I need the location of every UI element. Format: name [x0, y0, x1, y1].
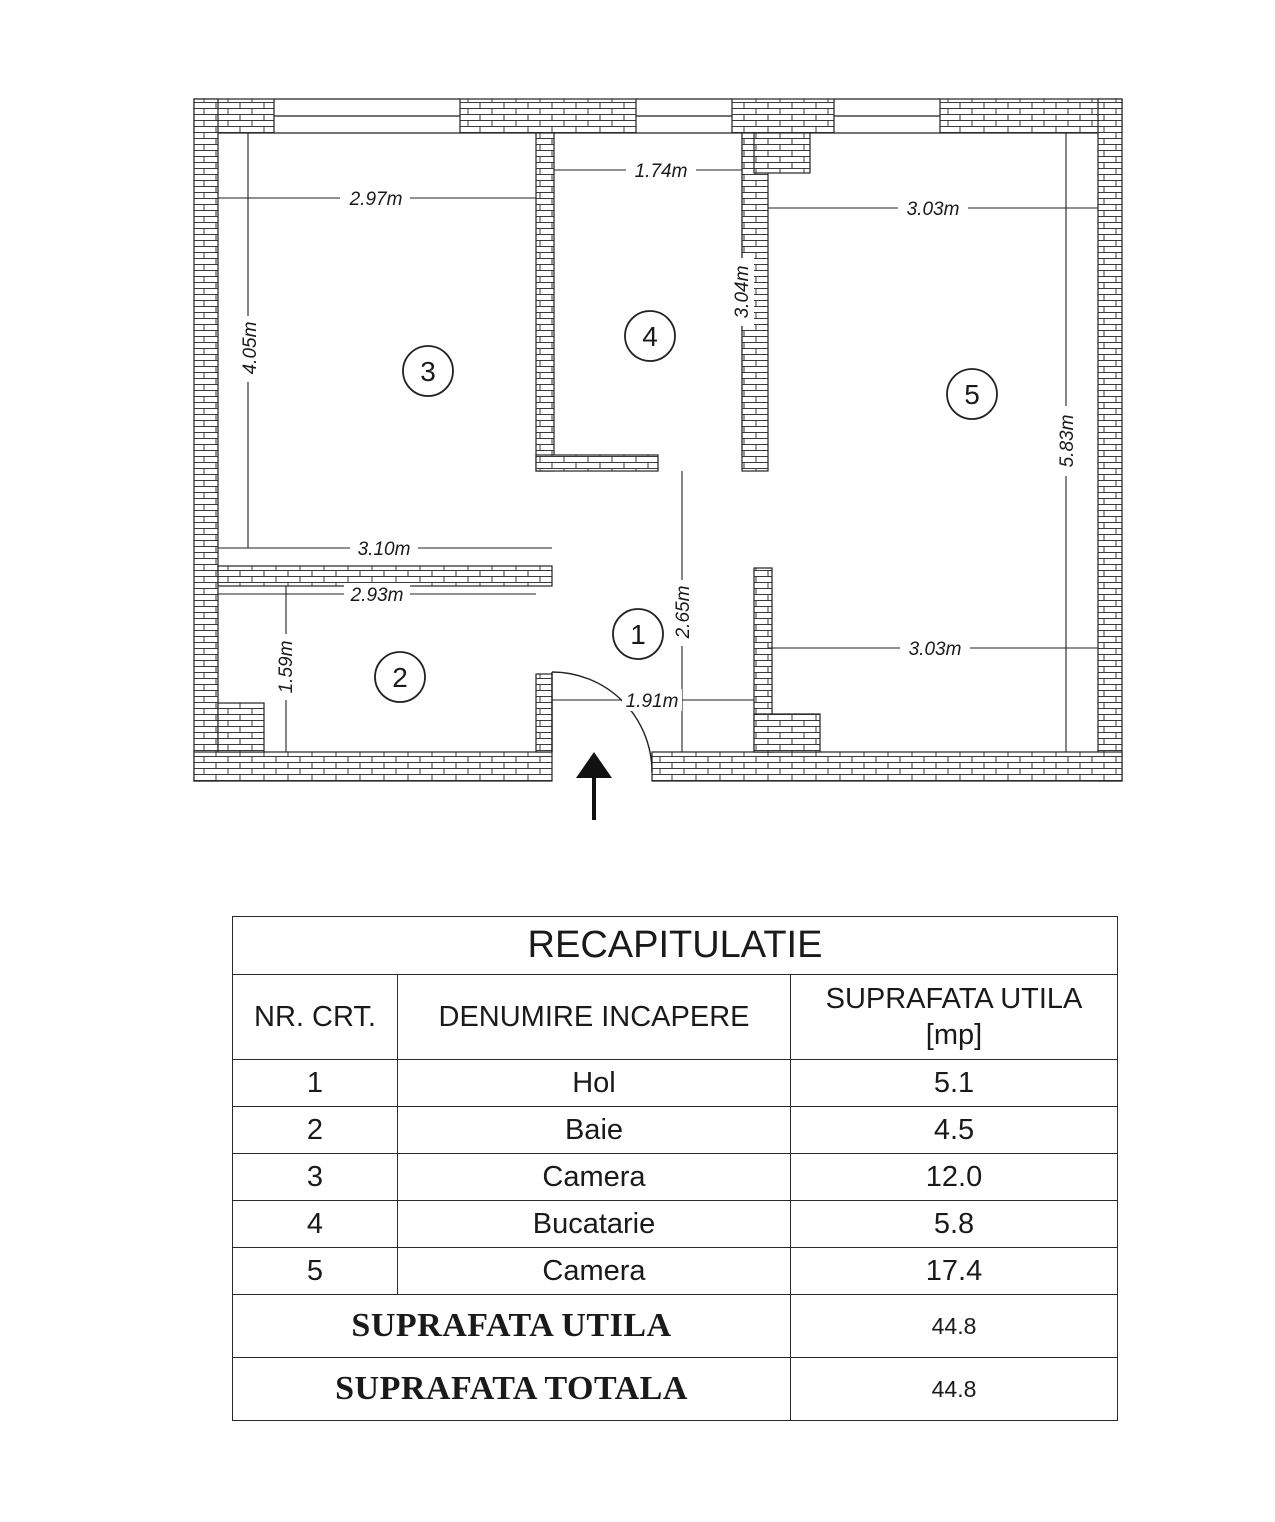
dim-room2-height: 1.59m: [276, 641, 297, 694]
wall-door-left: [535, 673, 553, 753]
wall-top-mid: [459, 98, 637, 134]
table-row: 4 Bucatarie 5.8: [232, 1200, 1118, 1248]
dimension-labels: 2.97m 4.05m 3.10m 2.93m 1.59m 1.74m 3.04…: [236, 159, 1078, 712]
row-nr: 5: [232, 1247, 398, 1295]
wall-room5-bottom-corner: [753, 713, 821, 753]
room-markers: [374, 310, 998, 703]
row-name: Bucatarie: [397, 1200, 791, 1248]
walls: [193, 98, 1123, 782]
table-title: RECAPITULATIE: [232, 916, 1118, 975]
row-name: Camera: [397, 1247, 791, 1295]
wall-bottom-left: [193, 751, 553, 782]
room-numbers: 3 4 5 2 1: [392, 321, 980, 693]
header-area: SUPRAFATA UTILA [mp]: [790, 974, 1118, 1060]
entrance-arrow-icon: [576, 752, 612, 820]
table-row: 5 Camera 17.4: [232, 1247, 1118, 1295]
total-row-total: SUPRAFATA TOTALA 44.8: [232, 1357, 1118, 1421]
room-number-5: 5: [964, 379, 980, 410]
summary-table: RECAPITULATIE NR. CRT. DENUMIRE INCAPERE…: [232, 916, 1118, 1421]
windows: [274, 98, 940, 134]
wall-right: [1097, 98, 1123, 782]
wall-bottom-right: [651, 751, 1123, 782]
wall-bath-corner: [217, 702, 265, 753]
row-area: 17.4: [790, 1247, 1118, 1295]
dim-room1-width: 1.91m: [626, 691, 679, 712]
floor-plan: 2.97m 4.05m 3.10m 2.93m 1.59m 1.74m 3.04…: [193, 98, 1123, 820]
row-name: Baie: [397, 1106, 791, 1154]
header-area-line1: SUPRAFATA UTILA: [825, 983, 1083, 1015]
dim-room4-height: 3.04m: [732, 266, 753, 319]
wall-room3-room4: [535, 132, 555, 472]
row-area: 4.5: [790, 1106, 1118, 1154]
wall-top-mid2: [731, 98, 835, 134]
dim-room1-height: 2.65m: [673, 586, 694, 640]
wall-left: [193, 98, 219, 782]
dim-room5-bottom-width: 3.03m: [909, 639, 962, 660]
dim-room5-top-width: 3.03m: [907, 199, 960, 220]
room-number-2: 2: [392, 662, 408, 693]
room-number-3: 3: [420, 356, 436, 387]
dim-room4-width: 1.74m: [635, 161, 688, 182]
total-row-useful: SUPRAFATA UTILA 44.8: [232, 1294, 1118, 1358]
room-number-4: 4: [642, 321, 658, 352]
total-total-label: SUPRAFATA TOTALA: [232, 1357, 791, 1421]
header-area-line2: [mp]: [925, 1019, 983, 1051]
row-nr: 2: [232, 1106, 398, 1154]
table-row: 1 Hol 5.1: [232, 1059, 1118, 1107]
header-name: DENUMIRE INCAPERE: [397, 974, 791, 1060]
row-nr: 1: [232, 1059, 398, 1107]
dim-room3-height: 4.05m: [240, 322, 261, 375]
dim-room5-height: 5.83m: [1057, 415, 1078, 468]
total-useful-label: SUPRAFATA UTILA: [232, 1294, 791, 1358]
row-name: Camera: [397, 1153, 791, 1201]
table-row: 3 Camera 12.0: [232, 1153, 1118, 1201]
total-useful-value: 44.8: [790, 1294, 1118, 1358]
row-area: 5.8: [790, 1200, 1118, 1248]
wall-kitchen-bottom: [535, 454, 659, 472]
dim-room3-width: 2.97m: [349, 189, 403, 210]
wall-room5-corner: [753, 132, 811, 174]
row-nr: 3: [232, 1153, 398, 1201]
entrance-door: [551, 671, 653, 773]
row-area: 12.0: [790, 1153, 1118, 1201]
dimension-lines: [218, 133, 1098, 752]
total-total-value: 44.8: [790, 1357, 1118, 1421]
table-row: 2 Baie 4.5: [232, 1106, 1118, 1154]
wall-top-right: [939, 98, 1123, 134]
row-area: 5.1: [790, 1059, 1118, 1107]
row-nr: 4: [232, 1200, 398, 1248]
dim-room2-width: 2.93m: [350, 585, 404, 606]
row-name: Hol: [397, 1059, 791, 1107]
dim-room3-bottom-width: 3.10m: [358, 539, 411, 560]
header-nr: NR. CRT.: [232, 974, 398, 1060]
room-number-1: 1: [630, 619, 646, 650]
